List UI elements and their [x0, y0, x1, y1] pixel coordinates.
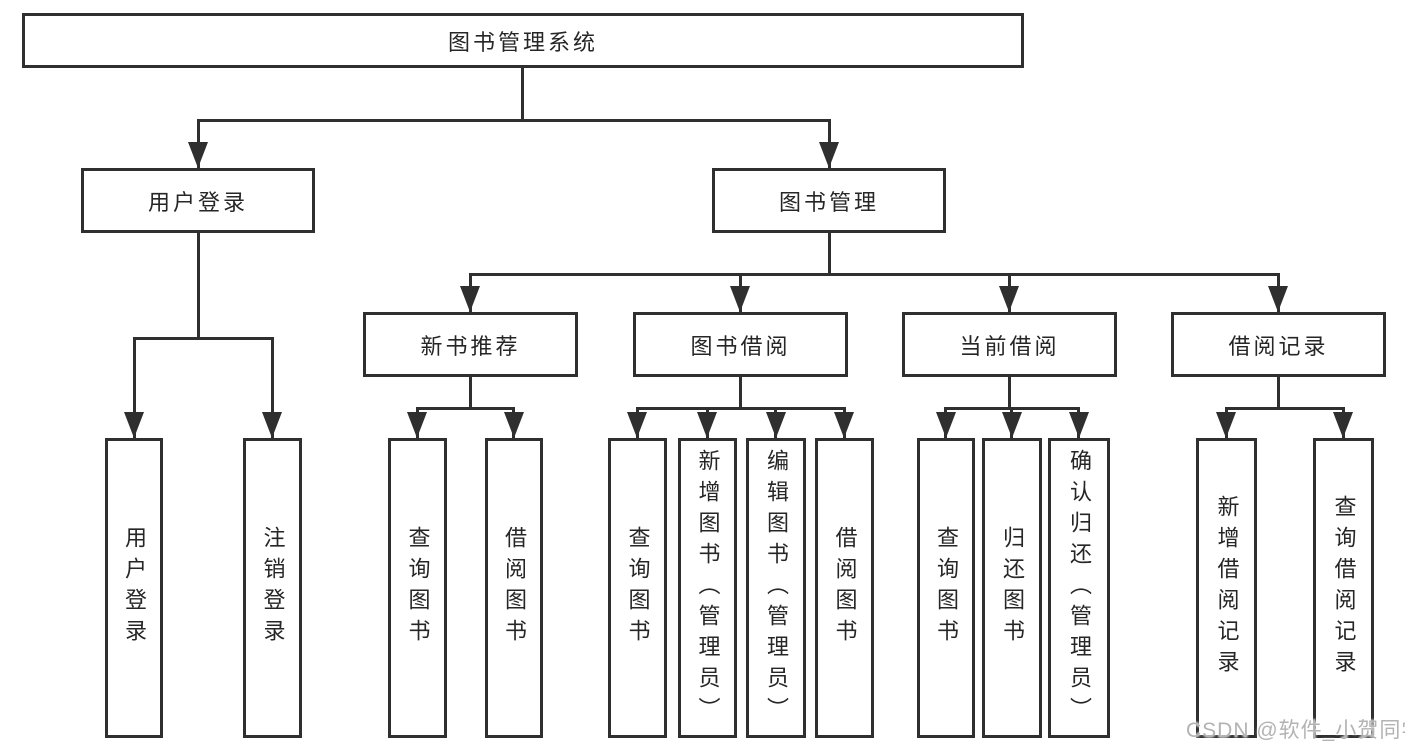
arrow-down-icon [834, 412, 854, 438]
node-label: 当前借阅 [959, 333, 1060, 359]
connector-line [1225, 407, 1345, 410]
watermark-text: CSDN @软件_小贺同学 [1186, 719, 1405, 742]
connector-line [636, 407, 846, 410]
connector-line [271, 338, 274, 438]
leaf-query-borrow-record: 查询借阅记录 [1313, 438, 1374, 738]
leaf-borrow-books-borrow: 借阅图书 [815, 438, 874, 738]
leaf-query-books-current: 查询图书 [917, 438, 975, 738]
leaf-borrow-books-recommend: 借阅图书 [485, 438, 543, 738]
arrow-down-icon [627, 412, 647, 438]
arrow-down-icon [262, 412, 282, 438]
arrow-down-icon [766, 412, 786, 438]
node-book-management: 图书管理 [712, 168, 946, 233]
node-library-system: 图书管理系统 [22, 13, 1024, 68]
leaf-label: 借阅图书 [502, 526, 527, 650]
connector-line [1277, 377, 1280, 408]
leaf-label: 新增借阅记录 [1214, 495, 1240, 681]
leaf-edit-book-admin: 编辑图书（管理员） [746, 438, 806, 738]
node-label: 新书推荐 [420, 333, 521, 359]
leaf-query-books-recommend: 查询图书 [388, 438, 447, 738]
leaf-add-borrow-record: 新增借阅记录 [1196, 438, 1257, 738]
arrow-down-icon [999, 286, 1019, 312]
arrow-down-icon [1333, 412, 1353, 438]
node-new-book-recommend: 新书推荐 [363, 312, 578, 377]
leaf-label: 查询图书 [625, 526, 651, 650]
leaf-label: 新增图书（管理员） [695, 448, 721, 728]
leaf-label: 查询图书 [405, 526, 431, 650]
node-current-borrow: 当前借阅 [902, 312, 1117, 377]
leaf-label: 确认归还（管理员） [1067, 448, 1092, 728]
connector-line [739, 377, 742, 408]
node-label: 借阅记录 [1228, 333, 1329, 359]
leaf-label: 编辑图书（管理员） [764, 448, 789, 728]
arrow-down-icon [407, 412, 427, 438]
arrow-down-icon [697, 412, 717, 438]
connector-line [1008, 377, 1011, 408]
arrow-down-icon [1216, 412, 1236, 438]
connector-line [828, 233, 831, 274]
arrow-down-icon [730, 286, 750, 312]
leaf-logout: 注销登录 [243, 438, 302, 738]
arrow-down-icon [188, 142, 208, 168]
node-label: 用户登录 [147, 189, 248, 215]
leaf-user-login: 用户登录 [105, 438, 163, 738]
connector-line [133, 337, 274, 340]
arrow-down-icon [1069, 412, 1089, 438]
node-book-borrow: 图书借阅 [633, 312, 848, 377]
arrow-down-icon [124, 412, 144, 438]
connector-line [416, 407, 515, 410]
arrow-down-icon [819, 142, 839, 168]
connector-line [197, 119, 831, 122]
arrow-down-icon [504, 412, 524, 438]
connector-line [197, 233, 200, 338]
connector-line [469, 377, 472, 408]
arrow-down-icon [1002, 412, 1022, 438]
leaf-return-book: 归还图书 [982, 438, 1042, 738]
leaf-label: 注销登录 [260, 526, 286, 650]
connector-line [521, 68, 524, 120]
leaf-label: 归还图书 [1000, 526, 1025, 650]
node-user-login: 用户登录 [81, 168, 315, 233]
connector-line [133, 338, 136, 438]
leaf-label: 查询借阅记录 [1331, 495, 1357, 681]
leaf-add-book-admin: 新增图书（管理员） [678, 438, 737, 738]
leaf-confirm-return-admin: 确认归还（管理员） [1048, 438, 1110, 738]
arrow-down-icon [1268, 286, 1288, 312]
leaf-label: 查询图书 [934, 526, 959, 650]
arrow-down-icon [460, 286, 480, 312]
leaf-label: 用户登录 [122, 526, 147, 650]
connector-line [469, 273, 1280, 276]
node-label: 图书借阅 [690, 333, 791, 359]
arrow-down-icon [936, 412, 956, 438]
leaf-label: 借阅图书 [832, 526, 858, 650]
node-label: 图书管理系统 [447, 29, 598, 55]
node-label: 图书管理 [778, 189, 879, 215]
leaf-query-books-borrow: 查询图书 [608, 438, 667, 738]
node-borrow-records: 借阅记录 [1171, 312, 1386, 377]
